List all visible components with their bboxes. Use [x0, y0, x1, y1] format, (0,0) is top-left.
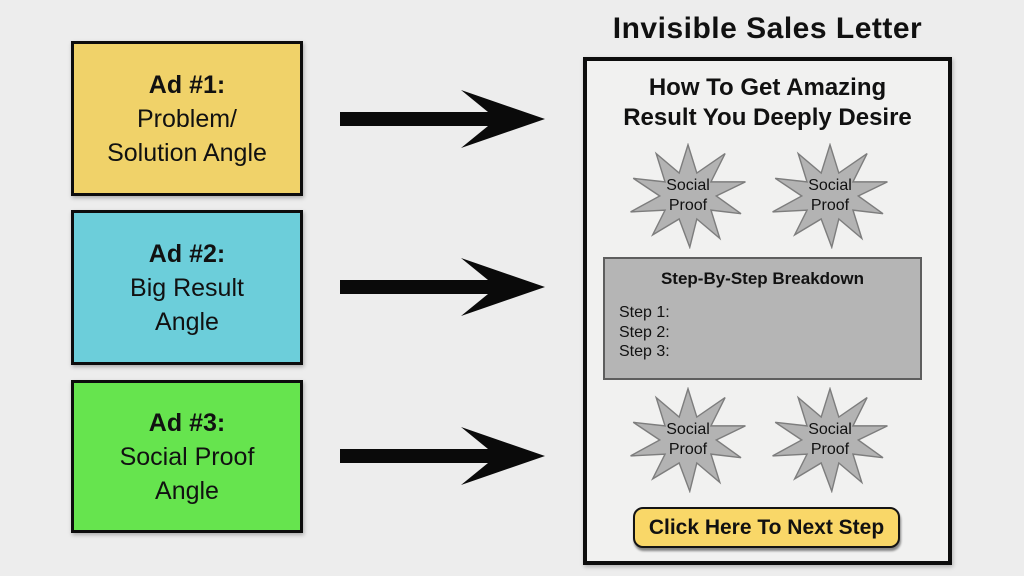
social-proof-star: Social Proof — [626, 143, 750, 249]
arrow-right-icon — [340, 257, 545, 317]
ad-1-line2: Problem/ — [136, 104, 238, 133]
ad-3-line3: Angle — [155, 476, 219, 505]
steps-list: Step 1: Step 2: Step 3: — [619, 303, 920, 362]
step-item-3: Step 3: — [619, 343, 670, 360]
sales-letter-panel: How To Get Amazing Result You Deeply Des… — [583, 57, 952, 565]
social-proof-star: Social Proof — [626, 387, 750, 493]
social-proof-label: Social Proof — [666, 177, 710, 214]
social-proof-star: Social Proof — [768, 143, 892, 249]
ad-1-line3: Solution Angle — [107, 138, 267, 167]
sales-letter-headline: How To Get Amazing Result You Deeply Des… — [587, 73, 948, 133]
steps-title: Step-By-Step Breakdown — [660, 269, 865, 288]
ad-box-3: Ad #3: Social Proof Angle — [71, 380, 303, 533]
sales-letter-title: Invisible Sales Letter — [612, 12, 923, 45]
ad-box-2: Ad #2: Big Result Angle — [71, 210, 303, 365]
ad-2-line2: Big Result — [130, 273, 244, 302]
headline-line1: How To Get Amazing — [648, 74, 887, 101]
steps-panel: Step-By-Step Breakdown Step 1: Step 2: S… — [603, 257, 922, 380]
social-proof-label: Social Proof — [808, 421, 852, 458]
ad-3-line2: Social Proof — [119, 442, 255, 471]
social-proof-label: Social Proof — [666, 421, 710, 458]
social-proof-label: Social Proof — [808, 177, 852, 214]
step-item-2: Step 2: — [619, 323, 670, 341]
step-item-1: Step 1: — [619, 304, 670, 321]
ad-1-title: Ad #1: — [148, 70, 226, 99]
ad-2-line3: Angle — [155, 307, 219, 336]
ad-3-title: Ad #3: — [148, 408, 226, 437]
social-proof-star: Social Proof — [768, 387, 892, 493]
headline-line2: Result You Deeply Desire — [623, 104, 912, 131]
arrow-right-icon — [340, 89, 545, 149]
cta-button[interactable]: Click Here To Next Step — [633, 507, 900, 548]
arrow-right-icon — [340, 426, 545, 486]
ad-2-title: Ad #2: — [148, 239, 226, 268]
ad-box-1: Ad #1: Problem/ Solution Angle — [71, 41, 303, 196]
